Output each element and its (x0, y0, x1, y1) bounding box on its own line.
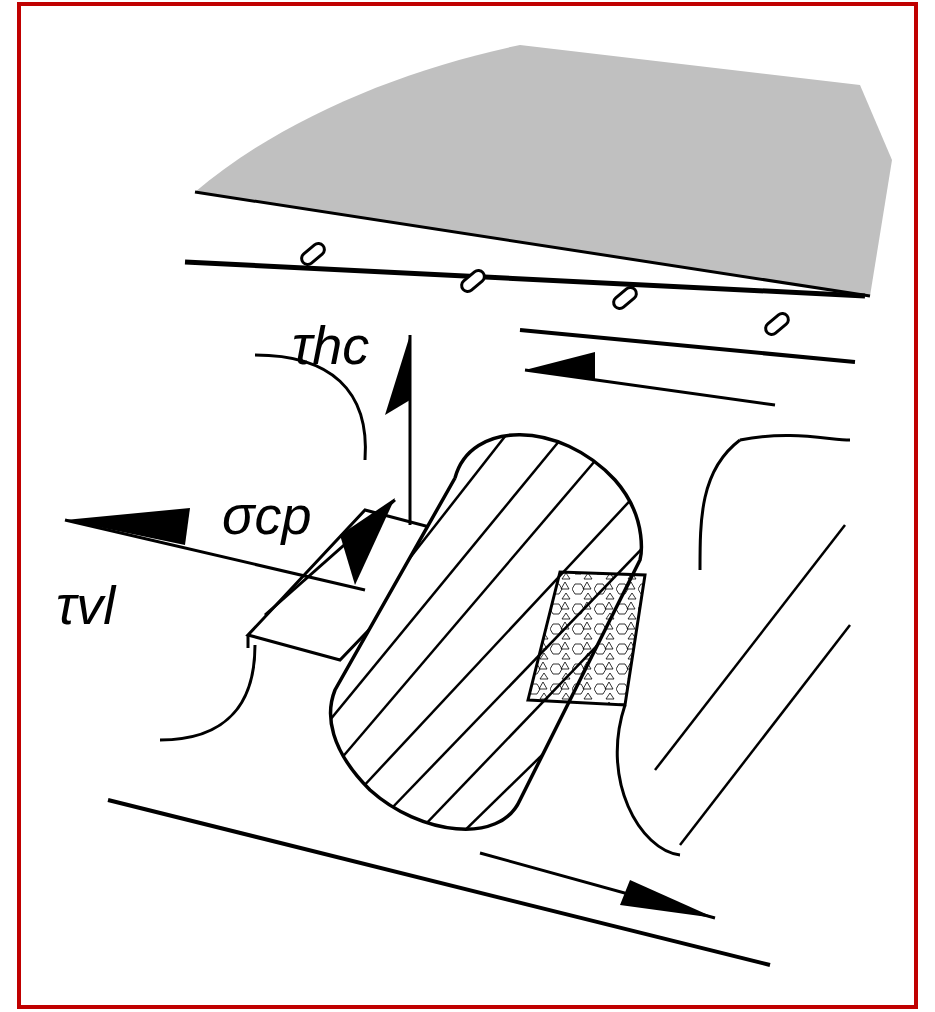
stress-label: σcp (222, 488, 312, 542)
shear-stress-label: τhc (292, 318, 369, 372)
shear-stress-label: τvl (56, 578, 115, 632)
